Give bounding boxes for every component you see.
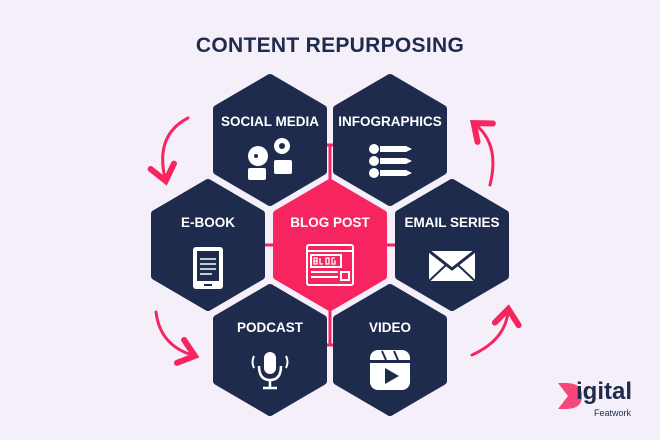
- list-arrows-icon: [369, 144, 412, 178]
- hex-social-media: SOCIAL MEDIA: [217, 78, 323, 202]
- node-label: PODCAST: [237, 320, 304, 335]
- logo-d-mark: [558, 383, 582, 409]
- hex-email-series: EMAIL SERIES: [399, 183, 505, 307]
- hex-podcast: PODCAST: [217, 288, 323, 412]
- node-label: VIDEO: [369, 320, 411, 335]
- cycle-arrows: [147, 116, 522, 366]
- hex-video: VIDEO: [337, 288, 443, 412]
- page-title: CONTENT REPURPOSING: [195, 34, 465, 57]
- blog-lettering-glyphs: [313, 257, 336, 265]
- microphone-icon: [251, 352, 289, 390]
- ebook-reader-icon: [193, 247, 223, 289]
- hex-ebook: E-BOOK: [155, 183, 261, 307]
- arrow-video-to-email: [470, 304, 522, 357]
- hex-blog-post: BLOG POST: [277, 183, 383, 307]
- node-label: INFOGRAPHICS: [338, 114, 442, 129]
- center-label: BLOG POST: [290, 215, 370, 230]
- hex-infographics: INFOGRAPHICS: [337, 78, 443, 202]
- node-label: E-BOOK: [181, 215, 235, 230]
- logo-subtext: Featwork: [594, 408, 632, 418]
- blog-browser-icon: [306, 244, 354, 286]
- arrow-social-to-ebook: [147, 116, 190, 186]
- arrow-email-to-infographics: [470, 120, 496, 187]
- node-label: EMAIL SERIES: [404, 215, 499, 230]
- node-label: SOCIAL MEDIA: [221, 114, 319, 129]
- video-clapper-icon: [370, 350, 410, 390]
- social-chat-bubbles-icon: [248, 138, 292, 180]
- logo-text: igital: [576, 378, 633, 405]
- envelope-icon: [428, 249, 476, 282]
- brand-logo: igital Featwork: [556, 379, 656, 423]
- arrow-ebook-to-podcast: [154, 310, 200, 366]
